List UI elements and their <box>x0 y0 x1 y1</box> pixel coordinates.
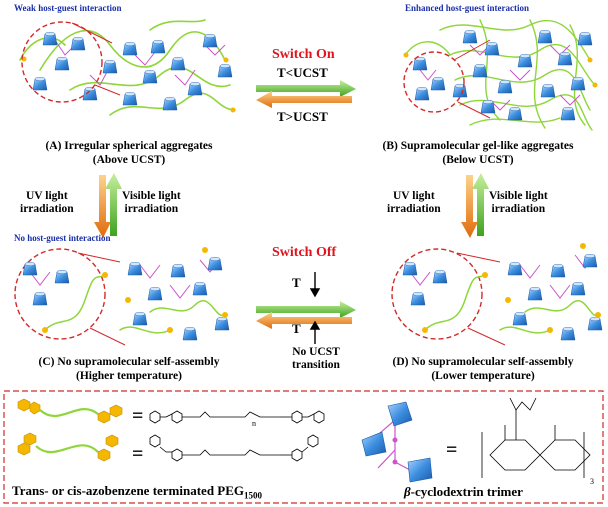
panel-b-zoom-circle <box>403 51 465 113</box>
panel-c <box>14 247 230 346</box>
panel-d-azobenzene-ends <box>422 243 601 333</box>
panel-a-header: Weak host-guest interaction <box>14 3 122 13</box>
panel-d <box>391 243 603 346</box>
switch-on-cond-bottom: T>UCST <box>277 109 328 124</box>
panel-b-cyclodextrins <box>412 29 593 121</box>
trans-azo-structure <box>149 410 325 424</box>
panel-c-azobenzene-ends <box>42 247 228 333</box>
legend-eq-cis: = <box>132 443 144 465</box>
panel-c-chains <box>44 274 226 334</box>
switch-on-arrows <box>256 80 356 108</box>
light-arrows-left <box>94 173 122 238</box>
switch-on-label: Switch On <box>272 47 335 62</box>
cis-azo-structure <box>149 434 319 462</box>
legend-eq-trans: = <box>132 405 144 427</box>
panel-d-caption: (D) No supramolecular self-assembly(Lowe… <box>392 356 574 382</box>
switch-off-arrows <box>256 272 356 344</box>
panel-d-chains <box>424 274 599 334</box>
cyclodextrin-trimer-icon <box>361 401 433 483</box>
panel-a-zoom-circle <box>21 21 103 103</box>
light-arrows-right <box>461 173 489 238</box>
switch-on-cond-top: T<UCST <box>277 65 328 80</box>
panel-d-cyclodextrins <box>402 253 603 341</box>
legend-eq-cd: = <box>446 439 458 461</box>
panel-a-caption: (A) Irregular spherical aggregates(Above… <box>45 140 213 166</box>
cis-azo-peg-icon <box>17 432 119 462</box>
temperature-down-arrow-icon <box>309 272 321 298</box>
switch-off-cond-top: T <box>292 275 301 290</box>
panel-b-caption: (B) Supramolecular gel-like aggregates(B… <box>382 140 574 166</box>
legend-subscript-n: n <box>252 419 256 428</box>
panel-b <box>403 19 598 131</box>
panel-c-zoom-circle <box>14 248 106 340</box>
legend-subscript-3: 3 <box>590 477 594 486</box>
trans-azo-peg-icon <box>17 398 123 424</box>
panel-c-caption: (C) No supramolecular self-assembly(High… <box>38 356 220 382</box>
peg-legend-label: Trans- or cis-azobenzene terminated PEG1… <box>12 483 263 501</box>
panel-b-azobenzene-ends <box>403 52 598 88</box>
legend-box <box>3 390 604 504</box>
panel-c-header: No host-guest interaction <box>14 233 111 243</box>
switch-off-cond-bottom: T <box>292 321 301 336</box>
switch-off-label: Switch Off <box>272 245 337 260</box>
temperature-up-arrow-icon <box>309 320 321 344</box>
panel-a <box>19 19 236 116</box>
panel-b-header: Enhanced host-guest interaction <box>405 3 530 13</box>
cd-legend-label: β-cyclodextrin trimer <box>404 484 523 499</box>
panel-a-azobenzene-ends <box>21 56 236 113</box>
cyclodextrin-structure <box>481 397 591 478</box>
panel-d-zoom-circle <box>391 248 483 340</box>
